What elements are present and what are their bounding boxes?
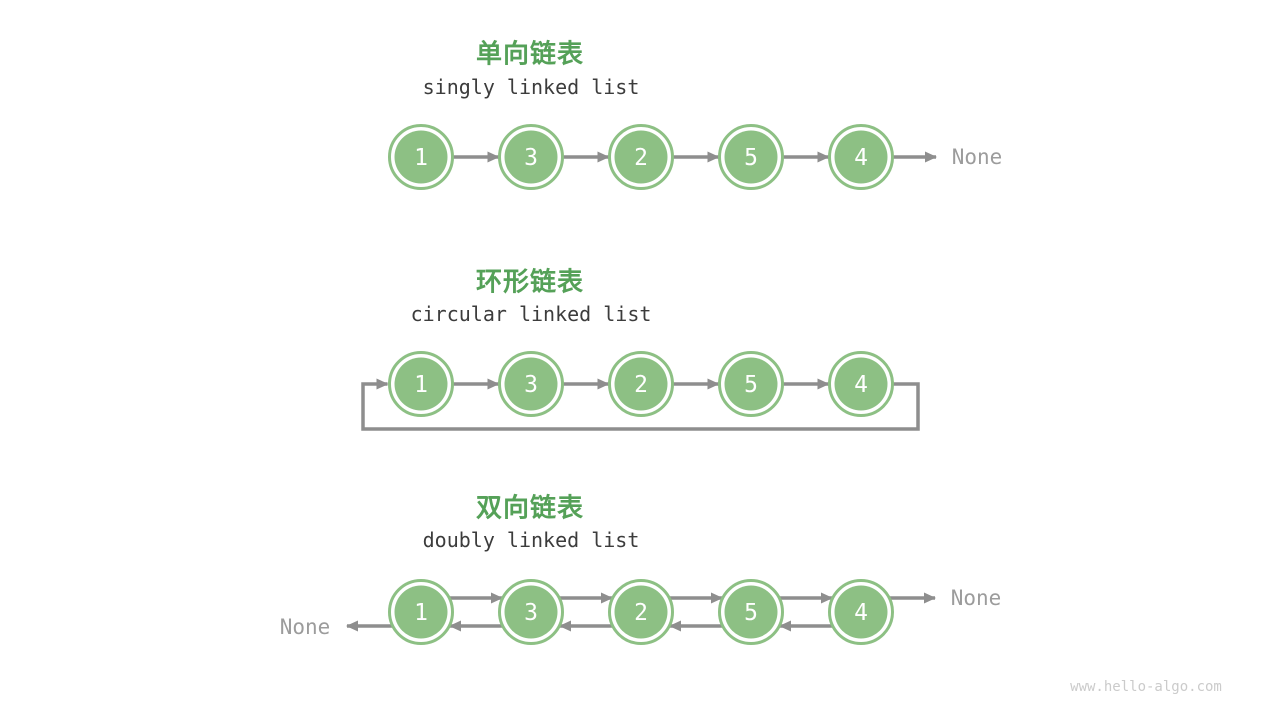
node-outer-ring	[828, 124, 894, 190]
node-value: 4	[854, 372, 868, 398]
list-node: 5	[718, 124, 784, 190]
node-value: 2	[634, 600, 648, 626]
node-value: 1	[414, 600, 428, 626]
none-label-doubly-head: None	[279, 615, 331, 639]
node-outer-ring	[498, 351, 564, 417]
node-circle	[724, 357, 778, 411]
node-circle	[504, 585, 558, 639]
node-outer-ring	[608, 579, 674, 645]
node-outer-ring	[828, 351, 894, 417]
list-node: 1	[388, 351, 454, 417]
list-node: 3	[498, 351, 564, 417]
list-node: 2	[608, 579, 674, 645]
node-circle	[724, 585, 778, 639]
node-value: 4	[854, 600, 868, 626]
node-circle	[394, 357, 448, 411]
node-value: 3	[524, 600, 538, 626]
node-value: 1	[414, 372, 428, 398]
list-node: 5	[718, 579, 784, 645]
node-outer-ring	[718, 124, 784, 190]
node-outer-ring	[718, 351, 784, 417]
node-circle	[394, 130, 448, 184]
node-circle	[504, 130, 558, 184]
list-node: 1	[388, 579, 454, 645]
node-value: 3	[524, 145, 538, 171]
list-node: 4	[828, 124, 894, 190]
list-node: 4	[828, 579, 894, 645]
node-value: 1	[414, 145, 428, 171]
node-circle	[834, 130, 888, 184]
node-value: 5	[744, 145, 758, 171]
section-subtitle-singly: singly linked list	[422, 75, 640, 99]
list-node: 5	[718, 351, 784, 417]
none-label-doubly-tail: None	[950, 586, 1002, 610]
list-node: 3	[498, 124, 564, 190]
node-circle	[394, 585, 448, 639]
none-label-singly-tail: None	[951, 145, 1003, 169]
node-outer-ring	[828, 579, 894, 645]
node-circle	[504, 357, 558, 411]
node-value: 2	[634, 372, 648, 398]
node-outer-ring	[388, 124, 454, 190]
section-subtitle-doubly: doubly linked list	[422, 528, 640, 552]
node-outer-ring	[388, 579, 454, 645]
node-outer-ring	[608, 124, 674, 190]
node-outer-ring	[388, 351, 454, 417]
list-node: 4	[828, 351, 894, 417]
section-title-singly: 单向链表	[475, 39, 585, 70]
node-circle	[614, 585, 668, 639]
node-value: 3	[524, 372, 538, 398]
list-node: 3	[498, 579, 564, 645]
section-title-circular: 环形链表	[475, 267, 585, 298]
node-value: 5	[744, 372, 758, 398]
node-outer-ring	[498, 579, 564, 645]
node-circle	[614, 357, 668, 411]
node-value: 5	[744, 600, 758, 626]
list-node: 2	[608, 124, 674, 190]
list-node: 2	[608, 351, 674, 417]
node-value: 2	[634, 145, 648, 171]
node-circle	[834, 357, 888, 411]
node-outer-ring	[498, 124, 564, 190]
section-subtitle-circular: circular linked list	[410, 302, 652, 326]
node-circle	[614, 130, 668, 184]
node-outer-ring	[718, 579, 784, 645]
node-outer-ring	[608, 351, 674, 417]
circular-loop-arrow	[361, 378, 920, 431]
list-node: 1	[388, 124, 454, 190]
node-value: 4	[854, 145, 868, 171]
node-circle	[834, 585, 888, 639]
watermark: www.hello-algo.com	[1070, 679, 1222, 695]
section-title-doubly: 双向链表	[475, 493, 585, 524]
node-circle	[724, 130, 778, 184]
